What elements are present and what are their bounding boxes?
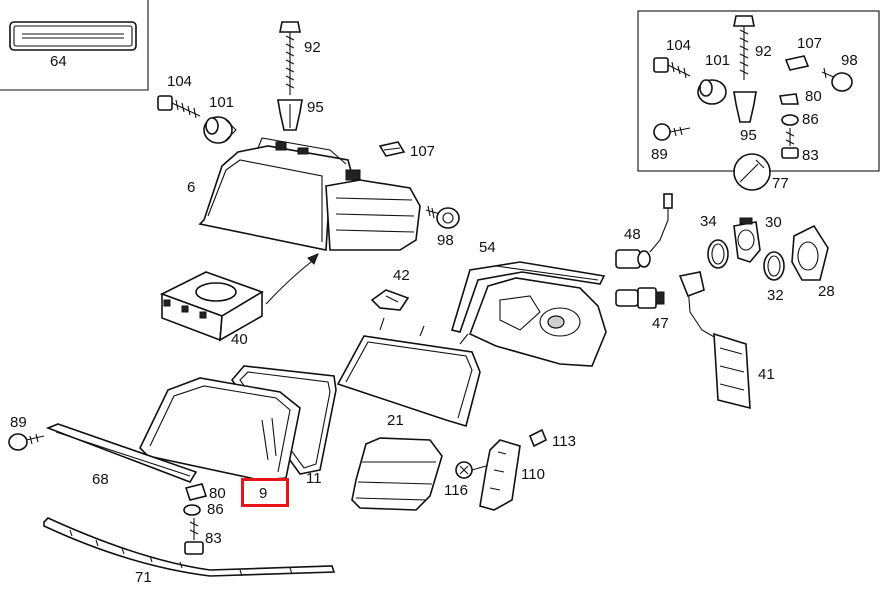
- inset-part-86-washer[interactable]: [781, 114, 799, 126]
- part-42-clip[interactable]: [370, 289, 410, 311]
- inset-part-92-screw[interactable]: [733, 15, 755, 80]
- indicator-lens[interactable]: [351, 437, 443, 511]
- label-40[interactable]: 40: [231, 331, 248, 348]
- label-83[interactable]: 83: [205, 530, 222, 547]
- part-6-headlamp-assembly[interactable]: [198, 137, 421, 251]
- part-110-bracket[interactable]: [479, 439, 521, 511]
- label-11[interactable]: 11: [306, 470, 322, 487]
- part-40-control-unit[interactable]: [159, 271, 264, 342]
- part-98-bolt[interactable]: [425, 205, 460, 229]
- inset-part-83-screw[interactable]: [781, 128, 799, 159]
- inset-label-95[interactable]: 95: [740, 127, 757, 144]
- inset-part-95-clip[interactable]: [733, 91, 757, 123]
- part-89-screw[interactable]: [8, 433, 45, 451]
- part-21-frame[interactable]: [336, 317, 481, 428]
- label-116[interactable]: 116: [444, 482, 468, 499]
- part-116-screw[interactable]: [455, 461, 487, 479]
- label-21[interactable]: 21: [387, 412, 404, 429]
- label-77[interactable]: 77: [772, 175, 789, 192]
- inset-part-80-clip[interactable]: [779, 93, 799, 105]
- label-30[interactable]: 30: [765, 214, 782, 231]
- inset-label-98[interactable]: 98: [841, 52, 858, 69]
- part-47-bulb[interactable]: [615, 287, 665, 309]
- inset-label-89[interactable]: 89: [651, 146, 668, 163]
- label-104[interactable]: 104: [167, 73, 193, 90]
- inset-part-101-nut[interactable]: [697, 79, 727, 105]
- inset-label-92[interactable]: 92: [755, 43, 772, 60]
- part-9-lens[interactable]: [139, 377, 301, 481]
- label-28[interactable]: 28: [818, 283, 835, 300]
- label-107[interactable]: 107: [410, 143, 436, 160]
- inset-label-80[interactable]: 80: [805, 88, 822, 105]
- label-48[interactable]: 48: [624, 226, 641, 243]
- label-6[interactable]: 6: [187, 179, 196, 196]
- part-92-screw[interactable]: [279, 21, 301, 95]
- label-34[interactable]: 34: [700, 213, 717, 230]
- part-104-screw[interactable]: [157, 95, 201, 119]
- part-86-washer[interactable]: [183, 504, 201, 516]
- label-92[interactable]: 92: [304, 39, 321, 56]
- label-86[interactable]: 86: [207, 501, 224, 518]
- part-68-trim-bar[interactable]: [45, 423, 198, 483]
- part-83-screw[interactable]: [184, 518, 204, 555]
- part-77-wrench-symbol[interactable]: [733, 153, 771, 191]
- part-113-clip[interactable]: [528, 428, 548, 448]
- part-80-clip[interactable]: [184, 483, 208, 501]
- part-30-bulb-holder[interactable]: [733, 217, 761, 263]
- part-41-ballast[interactable]: [678, 271, 751, 410]
- inset-part-104-screw[interactable]: [653, 57, 691, 79]
- inset-part-89-screw[interactable]: [653, 123, 691, 141]
- label-71[interactable]: 71: [135, 569, 152, 586]
- inset-label-86[interactable]: 86: [802, 111, 819, 128]
- label-9[interactable]: 9: [259, 485, 268, 502]
- label-32[interactable]: 32: [767, 287, 784, 304]
- label-80[interactable]: 80: [209, 485, 226, 502]
- inset-label-83[interactable]: 83: [802, 147, 819, 164]
- label-110[interactable]: 110: [521, 466, 545, 483]
- label-101[interactable]: 101: [209, 94, 235, 111]
- label-42[interactable]: 42: [393, 267, 410, 284]
- part-28-bulb-holder[interactable]: [791, 224, 829, 281]
- label-68[interactable]: 68: [92, 471, 109, 488]
- label-54[interactable]: 54: [479, 239, 496, 256]
- label-47[interactable]: 47: [652, 315, 669, 332]
- label-64[interactable]: 64: [50, 53, 67, 70]
- part-48-bulb[interactable]: [615, 193, 673, 269]
- assembly-arrow: [265, 253, 319, 305]
- inset-part-107-clip[interactable]: [784, 55, 810, 71]
- part-101-nut[interactable]: [203, 116, 237, 144]
- inset-box-top-left: [0, 0, 149, 91]
- inset-label-101[interactable]: 101: [705, 52, 731, 69]
- inset-label-104[interactable]: 104: [666, 37, 692, 54]
- label-41[interactable]: 41: [758, 366, 775, 383]
- part-34-seal-ring[interactable]: [707, 239, 729, 269]
- label-95[interactable]: 95: [307, 99, 324, 116]
- part-54-trim-strip[interactable]: [450, 261, 606, 333]
- part-95-clip[interactable]: [277, 99, 303, 131]
- part-32-seal-ring[interactable]: [763, 251, 785, 281]
- highlight-box-part-9: [241, 478, 289, 507]
- inset-label-107[interactable]: 107: [797, 35, 823, 52]
- part-107-clip[interactable]: [378, 141, 406, 157]
- inset-part-98-bolt[interactable]: [821, 67, 853, 92]
- part-71-trim-strip[interactable]: [43, 517, 336, 577]
- label-113[interactable]: 113: [552, 433, 576, 450]
- reflector-housing[interactable]: [468, 277, 607, 367]
- label-98[interactable]: 98: [437, 232, 454, 249]
- label-89[interactable]: 89: [10, 414, 27, 431]
